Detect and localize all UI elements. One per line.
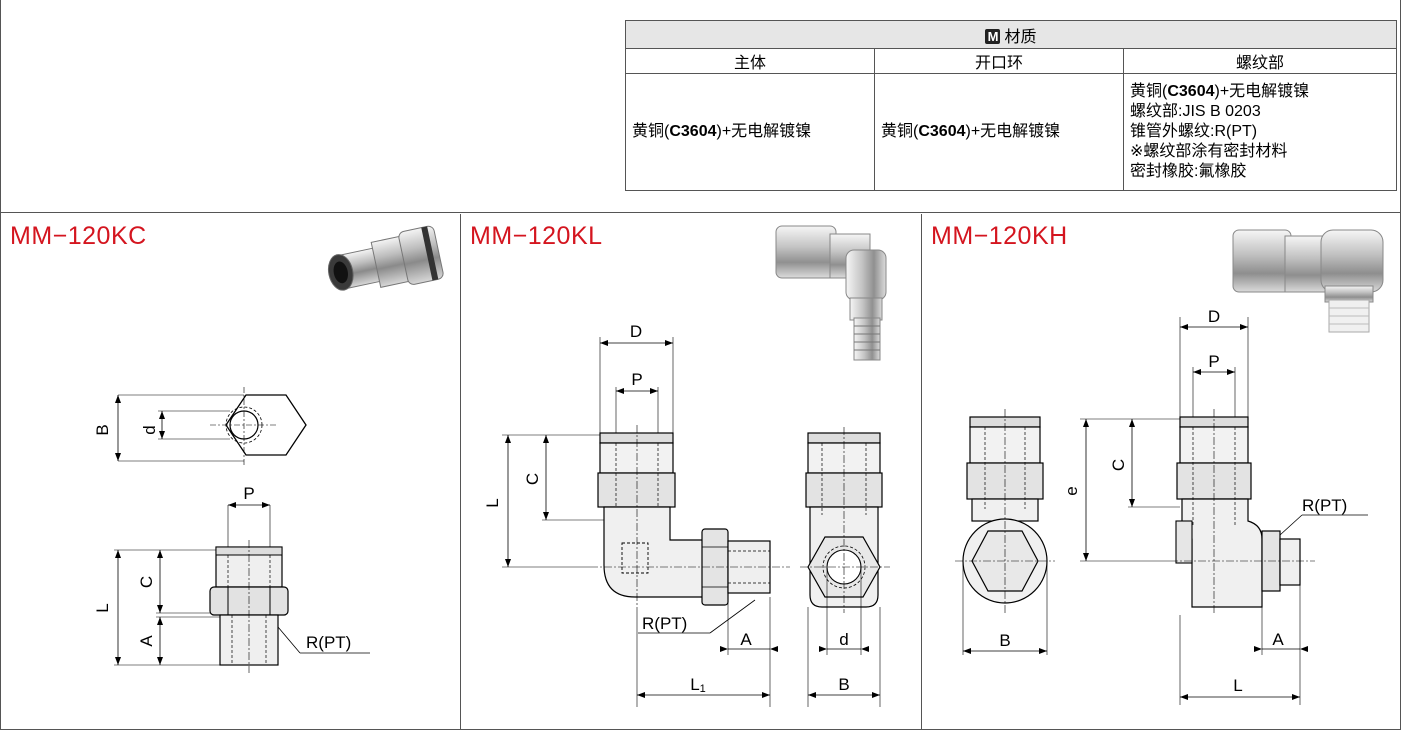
column-thread: 螺纹部 [1123,48,1397,74]
kh-dimension-drawing: B D P e C R(PT) A L [955,307,1368,705]
column-ring: 开口环 [874,48,1124,74]
kc-dim-P: P [243,484,254,503]
panel-divider-2 [921,214,922,729]
kh-dim-L: L [1233,676,1242,695]
kl-dim-B: B [838,675,849,694]
kh-dim-P: P [1208,352,1219,371]
kc-dim-A: A [137,635,156,647]
kc-dim-d: d [140,425,159,434]
dimension-label: L [690,675,699,694]
kl-dim-d: d [839,630,848,649]
kh-dim-D: D [1208,307,1220,326]
kh-product-photo [1232,229,1384,333]
cell-ring-material: 黄铜(C3604)+无电解镀镍 [874,73,1124,191]
kc-dim-R: R(PT) [306,633,351,652]
kc-dim-C: C [137,576,156,588]
kl-dim-P: P [631,370,642,389]
panel-kc-title: MM−120KC [10,222,147,250]
kc-dim-L: L [93,603,112,612]
panel-top-border [0,212,1401,213]
kl-product-photo [775,225,887,361]
kc-dim-B: B [93,424,112,435]
kc-product-photo [327,225,444,291]
kl-dim-R: R(PT) [642,614,687,633]
kl-dim-L1: L1 [690,675,706,695]
kl-dim-A: A [740,630,752,649]
kh-dim-R: R(PT) [1302,496,1347,515]
dimension-label: 1 [700,683,706,695]
kh-dim-A: A [1272,630,1284,649]
kl-dim-C: C [523,473,542,485]
panel-kh-title: MM−120KH [931,222,1068,250]
kh-dim-C: C [1109,459,1128,471]
material-title: 材质 [1004,28,1037,46]
kl-dim-L: L [483,498,502,507]
kl-dim-D: D [630,322,642,341]
column-body: 主体 [625,48,875,74]
panel-divider-1 [460,214,461,729]
kh-dim-B: B [999,631,1010,650]
kc-dimension-drawing: B d P L C A R(PT) [93,387,370,673]
kl-dimension-drawing: D P L C R(PT) A L1 [483,322,890,707]
cell-thread-material: 黄铜(C3604)+无电解镀镍 螺纹部:JIS B 0203 锥管外螺纹:R(P… [1123,73,1397,191]
cell-body-material: 黄铜(C3604)+无电解镀镍 [625,73,875,191]
material-badge: M [985,28,1001,44]
kh-dim-e: e [1062,486,1081,495]
panel-kl-title: MM−120KL [470,222,603,250]
